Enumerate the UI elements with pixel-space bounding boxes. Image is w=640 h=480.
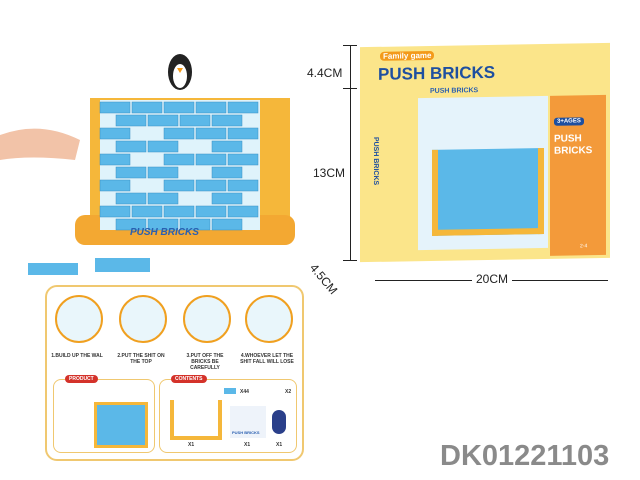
instructions-panel: 1.BUILD UP THE WAL 2.PUT THE SHIT ON THE… [45,285,304,461]
players-count: 2-4 [580,243,588,250]
step-4-text: 4.WHOEVER LET THE SHIT FALL WILL LOSE [240,353,294,365]
brick [147,114,179,127]
product-wall [94,402,148,448]
box-top-label: PUSH BRICKS [430,87,479,95]
brick [99,127,131,140]
box-subtitle: Family game [380,50,435,61]
brick [115,218,147,231]
dim-width: 20CM [472,272,513,286]
brick [99,153,131,166]
brick-part [224,388,236,394]
brick [115,192,147,205]
brick [195,205,227,218]
brick [99,205,131,218]
contents-box: X44 X2 PUSH BRICKS X1 X1 X1 [159,379,297,453]
product-box [53,379,155,453]
brick [131,101,163,114]
step-3-text: 3.PUT OFF THE BRICKS BE CAREFULLY [186,353,224,371]
step-4-image [245,295,293,343]
side-title-2: BRICKS [554,145,593,157]
brick [147,218,179,231]
card-qty: X1 [244,442,251,448]
card-label: PUSH BRICKS [232,430,260,435]
product-code: DK01221103 [440,440,610,472]
brick [99,179,131,192]
brick [195,179,227,192]
frame-part [170,400,222,440]
card-part [230,406,266,438]
brick [211,166,243,179]
brick [227,101,259,114]
brick [163,205,195,218]
step-3-image [183,295,231,343]
step-2-text: 2.PUT THE SHIT ON THE TOP [117,353,165,365]
step-2-image [119,295,167,343]
frame-qty: X1 [188,442,195,448]
brick [227,205,259,218]
step-1-image [55,295,103,343]
brick [179,218,211,231]
brick [115,114,147,127]
penguin-qty: X1 [276,442,283,448]
box-title: PUSH BRICKS [378,62,496,84]
brick [227,153,259,166]
brick [163,153,195,166]
age-badge: 3+AGES [554,117,584,126]
penguin-part [272,410,286,434]
height-dim-line [350,45,351,260]
brick [195,153,227,166]
box-wall [432,147,544,236]
dim-height-top: 4.4CM [307,66,343,80]
toy-base-label: PUSH BRICKS [130,227,199,238]
brick [147,140,179,153]
brick [147,166,179,179]
toy-frame [0,54,295,275]
brick [195,127,227,140]
brick [115,140,147,153]
dim-height: 13CM [313,166,346,180]
brick [227,179,259,192]
product-box-package: Family game PUSH BRICKS PUSH BRICKS PUSH… [360,42,610,263]
brick [163,127,195,140]
brick [163,179,195,192]
brick-qty: X44 [240,389,249,395]
step-1-text: 1.BUILD UP THE WAL [51,353,103,359]
contents-tag: CONTENTS [171,375,207,383]
box-window: PUSH BRICKS [418,87,548,251]
brick [211,114,243,127]
brick [163,101,195,114]
brick [99,101,131,114]
brick [147,192,179,205]
brick [211,218,243,231]
brick [227,127,259,140]
brick [131,205,163,218]
box-side-text: PUSH BRICKS [372,136,379,186]
brick [195,101,227,114]
box-side-panel: 3+AGES PUSH BRICKS 2-4 [550,94,606,256]
product-tag: PRODUCT [65,375,98,383]
dim-depth: 4.5CM [306,260,341,298]
brick [211,192,243,205]
brick [179,114,211,127]
side-title-1: PUSH [554,133,582,145]
toy-illustration: PUSH BRICKS [0,50,300,280]
brick [211,140,243,153]
pusher-qty: X2 [285,389,292,395]
brick [115,166,147,179]
